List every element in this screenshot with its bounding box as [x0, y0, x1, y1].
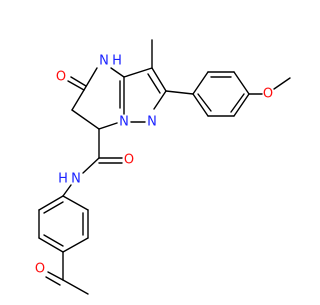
structure-canvas: N H O N N O O N H O	[35, 39, 291, 295]
atom-n-amide: N	[71, 172, 81, 187]
bond-br1	[62, 195, 89, 211]
atom-o-amide: O	[124, 153, 134, 168]
molecule-structure: N H O N N O O N H O	[35, 39, 291, 295]
atom-o-methoxy: O	[263, 87, 273, 102]
bond-c5-n4	[83, 67, 98, 91]
bond-acyl-o-double	[45, 276, 61, 286]
bond-acyl-methyl	[62, 279, 89, 295]
bond-br4	[38, 237, 64, 253]
bond-c3-c2	[151, 67, 167, 92]
bond-acyl-o	[47, 271, 64, 281]
atom-n7a: N	[119, 115, 129, 130]
bond-ar3	[233, 71, 250, 95]
bond-br3	[62, 237, 89, 253]
bond-lines	[38, 39, 291, 295]
bond-c3a-c3	[123, 67, 153, 78]
bond-br6-double	[43, 201, 64, 214]
atom-o-lactam: O	[56, 70, 66, 85]
bond-br6	[38, 195, 64, 211]
atom-labels: N H O N N O O N H O	[35, 54, 273, 277]
bond-ar4	[233, 93, 250, 117]
bond-o-methyl	[273, 77, 291, 90]
bond-n-aryl	[62, 184, 72, 197]
bond-c5-o-double	[70, 76, 87, 87]
bond-c7-c6	[71, 109, 100, 130]
atom-n1: N	[147, 115, 157, 130]
bond-camide-n	[82, 157, 100, 174]
bond-c5-o	[67, 80, 85, 91]
bond-n7a-c7	[98, 122, 118, 130]
bond-br4-double	[43, 234, 64, 247]
bond-ar6-double	[197, 93, 212, 112]
bond-ar4-double	[230, 93, 245, 113]
atom-n4-h: H	[112, 54, 122, 69]
bond-c2-n1	[153, 90, 167, 110]
atom-n-amide-h: H	[58, 172, 68, 187]
atom-n4: N	[99, 54, 109, 69]
bond-ar1	[192, 71, 209, 95]
bond-ar6	[192, 93, 209, 117]
bond-c2-aryl	[165, 90, 194, 95]
bond-c6-c5	[71, 89, 85, 111]
bond-c3-c2-double	[147, 73, 161, 94]
bond-n4-c3a	[110, 67, 125, 78]
atom-o-acetyl: O	[35, 262, 45, 277]
